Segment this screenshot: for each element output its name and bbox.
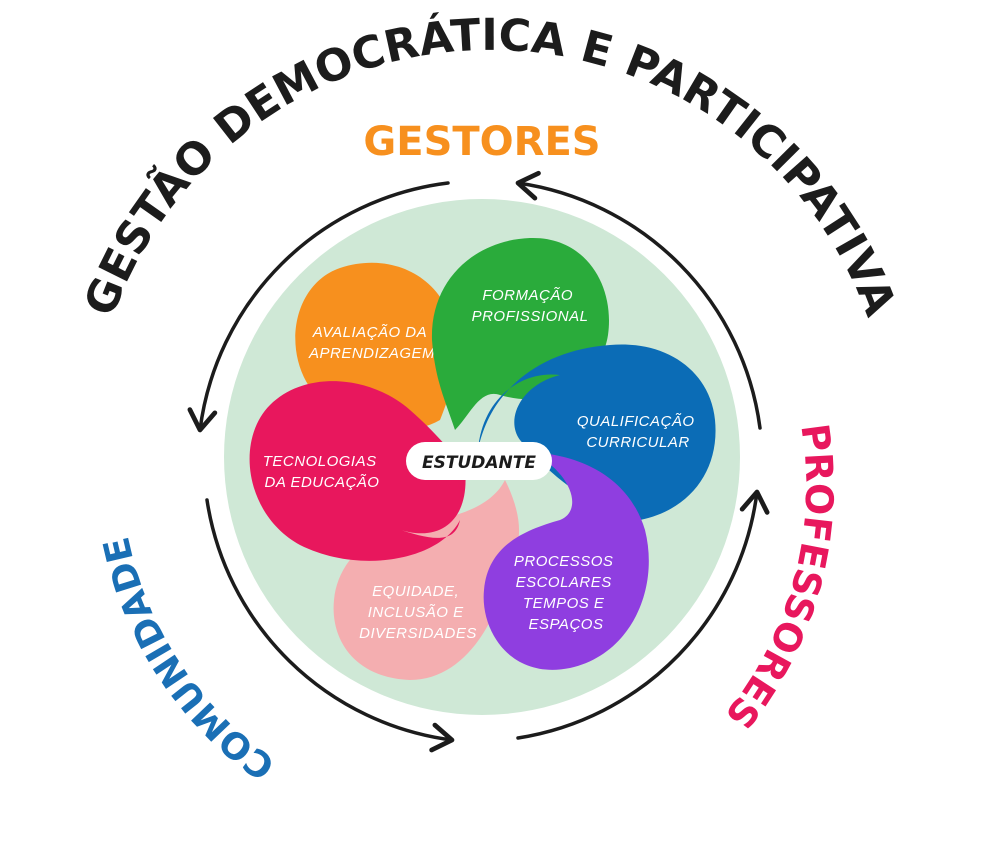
bubble-formacao-line-2: PROFISSIONAL <box>472 308 589 325</box>
bubble-avaliacao-line-1: AVALIAÇÃO DA <box>312 324 427 341</box>
bubble-avaliacao-label: AVALIAÇÃO DA APRENDIZAGEM <box>308 324 435 362</box>
bubble-processos-label: PROCESSOS ESCOLARES TEMPOS E ESPAÇOS <box>514 553 618 633</box>
center-label: ESTUDANTE <box>422 453 536 473</box>
bubble-equidade-line-1: EQUIDADE, <box>372 583 459 600</box>
bubble-tecnologias-line-2: DA EDUCAÇÃO <box>265 474 380 491</box>
bubbles-group: AVALIAÇÃO DA APRENDIZAGEM FORMAÇÃO PROFI… <box>249 237 716 680</box>
arrow-gestores-to-comunidade <box>187 181 450 433</box>
bubble-tecnologias-line-1: TECNOLOGIAS <box>263 453 377 470</box>
gestores-label: GESTORES <box>363 119 600 165</box>
bubble-processos-line-1: PROCESSOS <box>514 553 614 570</box>
bubble-processos-shape <box>483 452 649 670</box>
bubble-processos-line-3: TEMPOS E <box>523 595 605 612</box>
bubble-tecnologias-shape <box>249 381 466 561</box>
bubble-avaliacao-line-2: APRENDIZAGEM <box>308 345 435 362</box>
bubble-equidade-line-3: DIVERSIDADES <box>359 625 477 642</box>
bubble-equidade-shape <box>333 480 520 680</box>
arrow-top-right <box>515 170 762 430</box>
bubble-equidade: EQUIDADE, INCLUSÃO E DIVERSIDADES <box>333 480 520 680</box>
bubble-processos-line-2: ESCOLARES <box>516 574 612 591</box>
bubble-curricular: QUALIFICAÇÃO CURRICULAR <box>478 344 716 520</box>
bubble-equidade-line-2: INCLUSÃO E <box>368 604 464 621</box>
bubble-tecnologias: TECNOLOGIAS DA EDUCAÇÃO <box>249 381 466 561</box>
cycle-ring <box>187 170 770 753</box>
center-node: ESTUDANTE <box>406 442 552 480</box>
center-pill <box>406 442 552 480</box>
bubble-processos-line-4: ESPAÇOS <box>529 616 604 633</box>
bubble-curricular-line-1: QUALIFICAÇÃO <box>577 413 695 430</box>
bubble-curricular-shape <box>478 344 716 520</box>
bubble-processos: PROCESSOS ESCOLARES TEMPOS E ESPAÇOS <box>483 452 649 670</box>
bubble-curricular-label: QUALIFICAÇÃO CURRICULAR <box>577 413 699 451</box>
bubble-equidade-label: EQUIDADE, INCLUSÃO E DIVERSIDADES <box>359 583 477 642</box>
arrow-comunidade-to-professores <box>205 498 455 753</box>
bubble-formacao-label: FORMAÇÃO PROFISSIONAL <box>472 287 589 325</box>
bubble-tecnologias-label: TECNOLOGIAS DA EDUCAÇÃO <box>263 453 382 491</box>
bubble-formacao-line-1: FORMAÇÃO <box>482 287 573 304</box>
bubble-curricular-line-2: CURRICULAR <box>586 434 689 451</box>
arrow-professores-to-gestores <box>516 489 770 740</box>
